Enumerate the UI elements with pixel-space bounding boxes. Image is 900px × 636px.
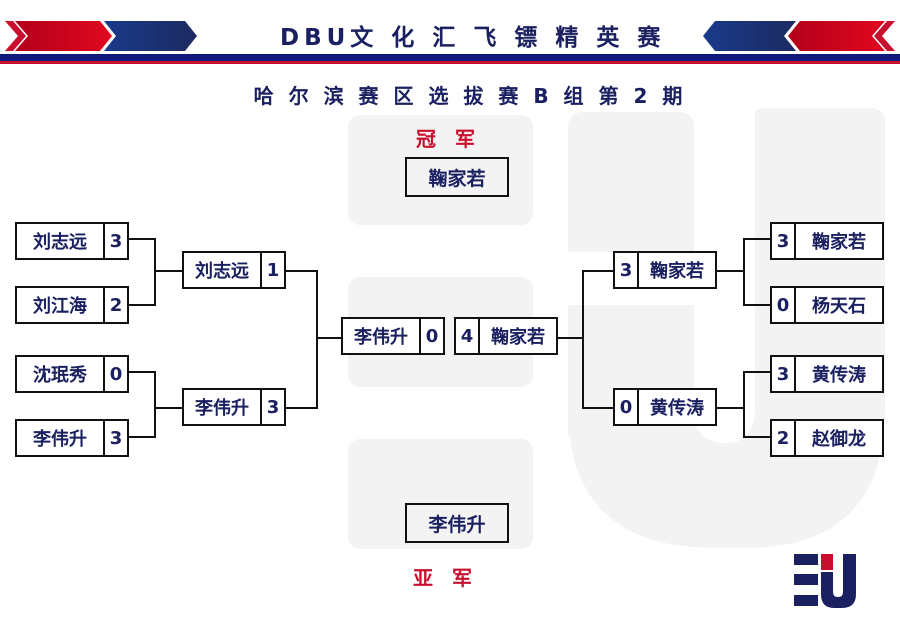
player-name: 鞠家若 (491, 327, 545, 348)
connector (129, 436, 155, 438)
player-score: 2 (103, 288, 127, 322)
player-score: 0 (419, 319, 443, 353)
connector (129, 371, 155, 373)
player-name: 杨天石 (812, 296, 866, 317)
player-name: 黄传涛 (650, 398, 704, 419)
connector (717, 270, 744, 272)
left-semi-player-2: 李伟升 3 (182, 388, 286, 426)
connector (316, 270, 318, 409)
header-divider-blue (0, 54, 900, 61)
connector (743, 371, 745, 438)
player-score: 3 (772, 224, 796, 258)
header-arrows-left (5, 21, 197, 51)
player-name: 李伟升 (354, 327, 408, 348)
player-score: 3 (103, 421, 127, 455)
left-r1-match-2-player-1: 沈珉秀 0 (15, 355, 129, 393)
player-name: 黄传涛 (812, 365, 866, 386)
header-divider-red (0, 61, 900, 64)
player-name: 刘江海 (33, 296, 87, 317)
player-score: 0 (772, 288, 796, 322)
connector (582, 270, 584, 409)
eu-logo-icon (794, 554, 856, 608)
player-score: 3 (772, 357, 796, 391)
right-r1-match-2-player-2: 2 赵御龙 (770, 419, 884, 457)
right-r1-match-1-player-1: 3 鞠家若 (770, 222, 884, 260)
connector (717, 407, 744, 409)
connector (743, 304, 770, 306)
player-score: 0 (615, 390, 639, 424)
player-name: 李伟升 (195, 398, 249, 419)
left-r1-match-1-player-2: 刘江海 2 (15, 286, 129, 324)
player-score: 3 (260, 390, 284, 424)
connector (286, 270, 317, 272)
player-name: 鞠家若 (650, 261, 704, 282)
left-semi-player-1: 刘志远 1 (182, 251, 286, 289)
player-name: 鞠家若 (812, 232, 866, 253)
player-name: 赵御龙 (812, 429, 866, 450)
connector (558, 337, 583, 339)
event-title: DBU文 化 汇 飞 镖 精 英 赛 (280, 25, 666, 51)
connector (743, 238, 770, 240)
connector (582, 407, 613, 409)
final-player-right: 4 鞠家若 (454, 317, 558, 355)
connector (743, 238, 745, 306)
player-score: 4 (456, 319, 480, 353)
header-arrows-right (703, 21, 895, 51)
connector (316, 337, 341, 339)
runner-up-box: 李伟升 (405, 503, 509, 543)
watermark-u-shape (568, 108, 885, 548)
right-r1-match-2-player-1: 3 黄传涛 (770, 355, 884, 393)
right-semi-player-1: 3 鞠家若 (613, 251, 717, 289)
player-score: 3 (103, 224, 127, 258)
connector (743, 436, 770, 438)
watermark-u-left (568, 112, 694, 252)
runner-up-label: 亚 军 (413, 566, 478, 590)
champion-label: 冠 军 (416, 127, 481, 151)
player-name: 李伟升 (33, 429, 87, 450)
connector (154, 371, 156, 438)
player-score: 0 (103, 357, 127, 391)
event-subtitle: 哈 尔 滨 赛 区 选 拔 赛 B 组 第 2 期 (253, 84, 687, 108)
connector (154, 270, 182, 272)
player-name: 沈珉秀 (33, 365, 87, 386)
right-semi-player-2: 0 黄传涛 (613, 388, 717, 426)
player-name: 刘志远 (195, 261, 249, 282)
player-score: 3 (615, 253, 639, 287)
right-r1-match-1-player-2: 0 杨天石 (770, 286, 884, 324)
connector (286, 407, 317, 409)
connector (743, 371, 770, 373)
connector (129, 238, 155, 240)
final-player-left: 李伟升 0 (341, 317, 445, 355)
left-r1-match-2-player-2: 李伟升 3 (15, 419, 129, 457)
player-score: 1 (260, 253, 284, 287)
connector (582, 270, 613, 272)
connector (154, 238, 156, 306)
connector (129, 304, 155, 306)
connector (154, 407, 182, 409)
player-name: 刘志远 (33, 232, 87, 253)
champion-box: 鞠家若 (405, 157, 509, 197)
player-score: 2 (772, 421, 796, 455)
left-r1-match-1-player-1: 刘志远 3 (15, 222, 129, 260)
